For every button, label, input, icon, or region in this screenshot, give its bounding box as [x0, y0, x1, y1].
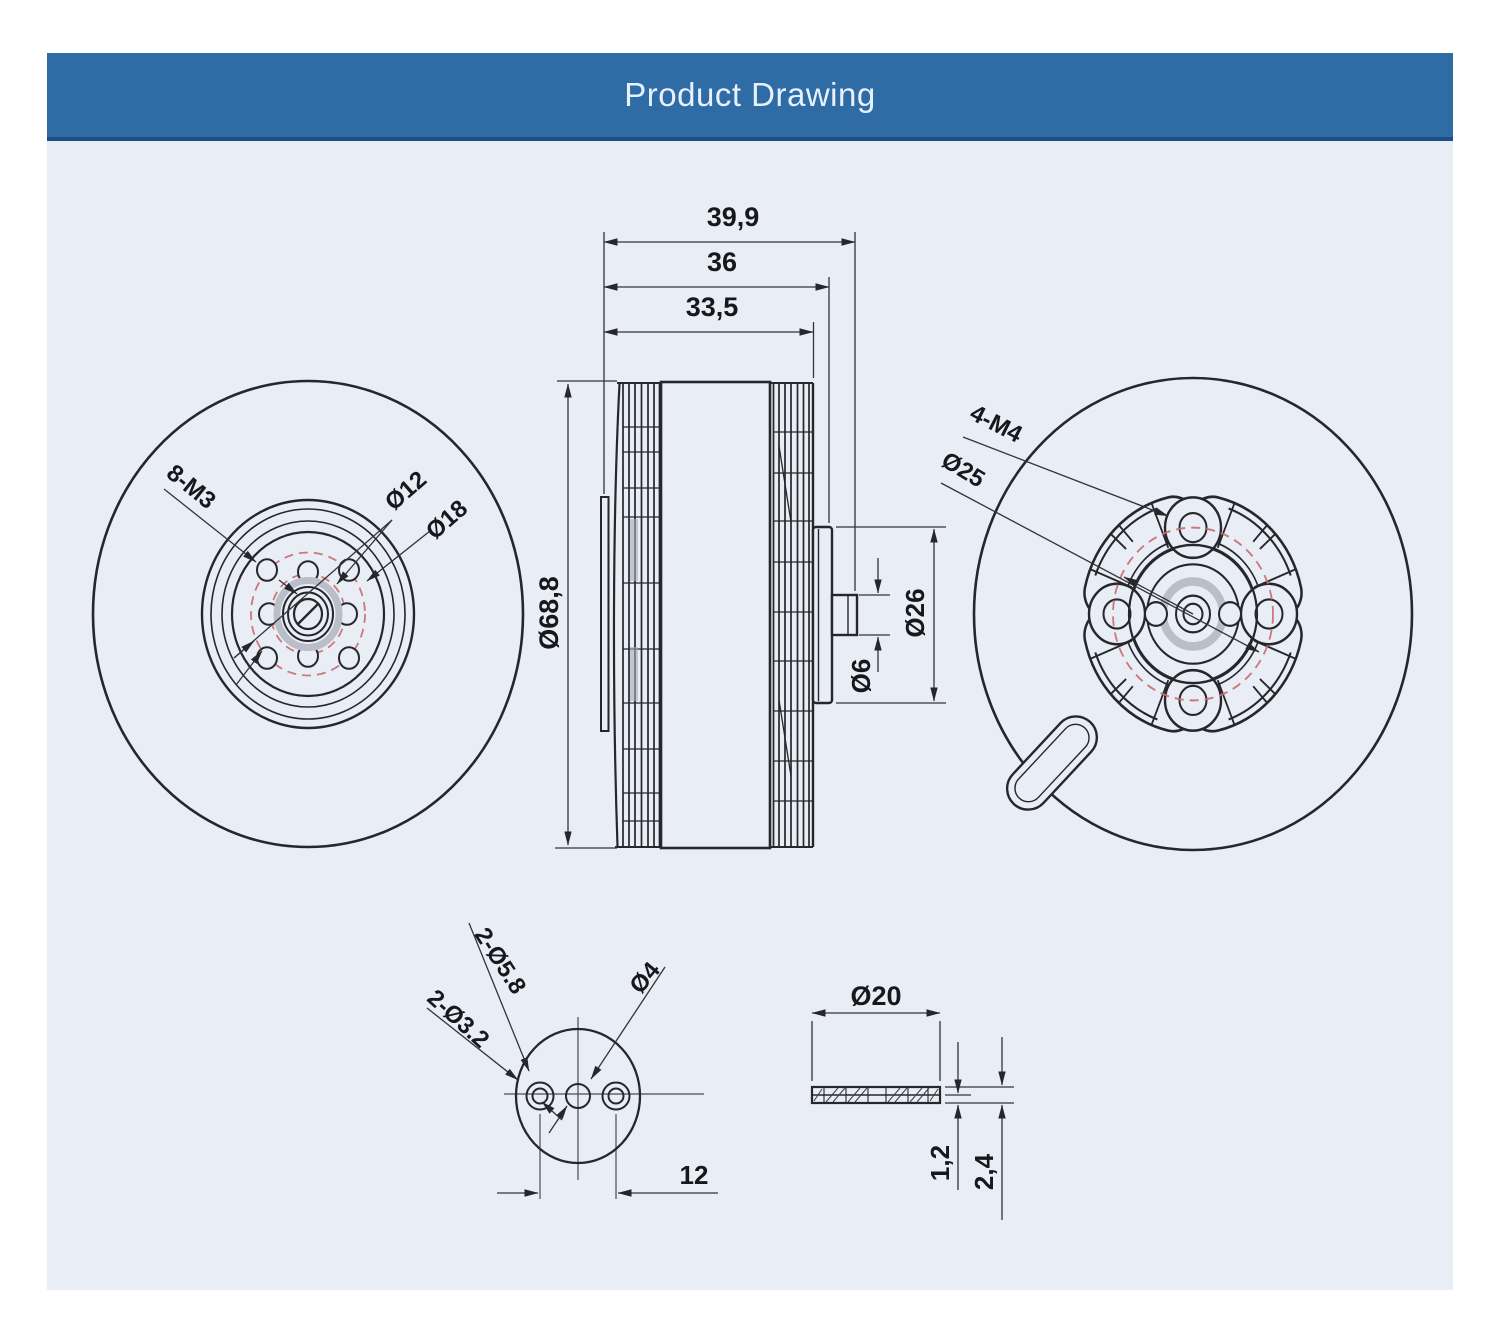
- header-bar: Product Drawing: [47, 53, 1453, 141]
- label-front-bolt-circle-small: Ø12: [380, 466, 432, 516]
- front-view: 8-M3 Ø12 Ø18: [91, 379, 525, 849]
- dim-adapter-plate-thickness: 1,2: [925, 1145, 955, 1181]
- page-title: Product Drawing: [624, 76, 876, 113]
- dim-length-body: 33,5: [686, 292, 739, 322]
- label-adapter-center-hole: Ø4: [624, 957, 666, 999]
- label-adapter-counterbore-holes: 2-Ø5.8: [469, 923, 532, 999]
- label-front-mount-holes: 8-M3: [161, 459, 220, 514]
- dim-outer-diameter: Ø68,8: [534, 576, 564, 650]
- dim-shaft-diameter: Ø6: [846, 659, 876, 694]
- rear-view: 4-M4 Ø25: [937, 376, 1414, 852]
- dim-boss-diameter: Ø26: [900, 588, 930, 637]
- side-view: 39,9 36 33,5 Ø68,8 Ø26 Ø6: [534, 202, 946, 850]
- label-front-bolt-circle-large: Ø18: [421, 495, 473, 545]
- prop-adapter-front-view: 2-Ø5.8 2-Ø3.2 Ø4 12: [422, 922, 718, 1199]
- label-adapter-through-holes: 2-Ø3.2: [422, 984, 495, 1053]
- dim-length-overall: 39,9: [707, 202, 760, 232]
- prop-adapter-side-view: Ø20 1,2 2,4: [810, 981, 1014, 1220]
- dim-adapter-diameter: Ø20: [850, 981, 901, 1011]
- dim-length-to-boss: 36: [707, 247, 737, 277]
- label-rear-bolt-circle: Ø25: [937, 447, 990, 494]
- dim-adapter-total-thickness: 2,4: [969, 1153, 999, 1190]
- dim-adapter-hole-spacing: 12: [680, 1160, 709, 1190]
